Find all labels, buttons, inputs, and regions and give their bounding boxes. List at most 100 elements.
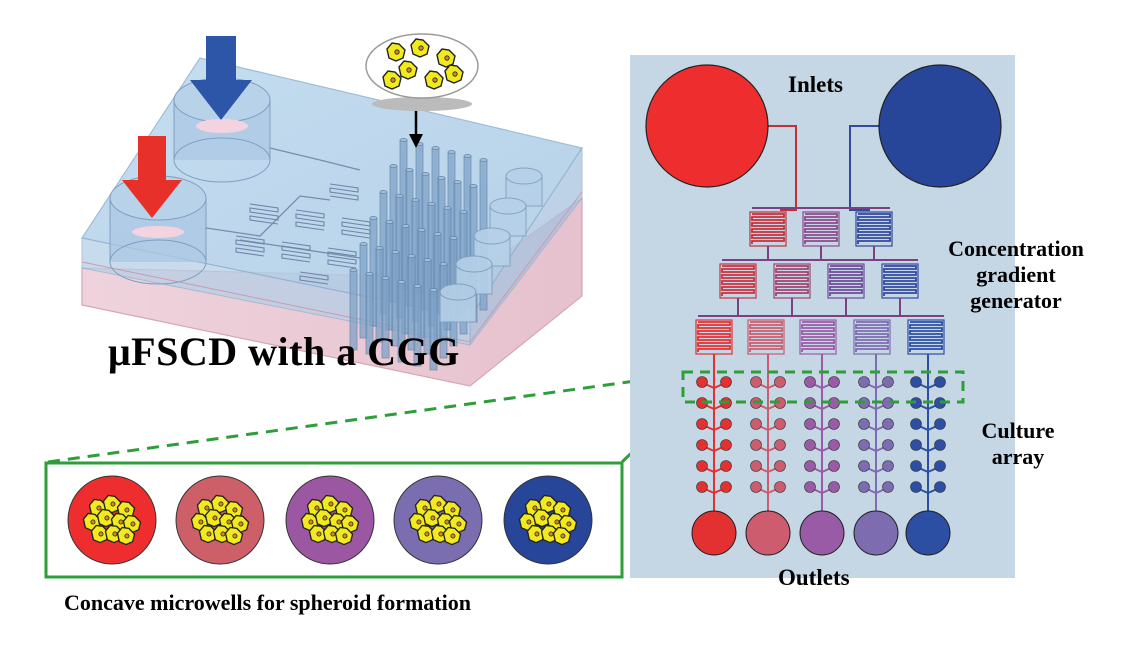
culture-well <box>696 376 708 388</box>
outlet-well <box>745 510 791 556</box>
pillar-top <box>437 176 446 180</box>
culture-well <box>720 460 732 472</box>
culture-well <box>804 376 816 388</box>
culture-well <box>750 376 762 388</box>
culture-well <box>774 439 786 451</box>
pillar-top <box>447 150 456 154</box>
pillar-top <box>479 158 488 162</box>
serpentine-mixer <box>747 319 785 355</box>
mixer-serpentines <box>235 183 371 285</box>
culture-well <box>910 418 922 430</box>
serpentine-mixer <box>853 319 891 355</box>
inlets-label: Inlets <box>788 72 843 97</box>
culture-well <box>828 439 840 451</box>
serpentine-mixer <box>827 263 865 299</box>
pillar-top <box>395 194 404 198</box>
pillar-top <box>399 138 408 142</box>
culture-well <box>804 460 816 472</box>
pillar-top <box>391 250 400 254</box>
arrow-cell-seeding <box>409 108 423 148</box>
culture-well <box>882 376 894 388</box>
cell <box>224 526 244 546</box>
pillar-top <box>433 232 442 236</box>
culture-well <box>696 439 708 451</box>
channel <box>849 125 879 211</box>
culture-well <box>934 460 946 472</box>
cell <box>398 60 418 80</box>
cell-suspension-icon <box>365 33 479 111</box>
pillar-top <box>359 242 368 246</box>
cell <box>382 70 402 90</box>
cell <box>198 524 218 544</box>
culture-well <box>750 460 762 472</box>
serpentine-mixer <box>695 319 733 355</box>
cell <box>308 524 328 544</box>
culture-well <box>934 376 946 388</box>
culture-well <box>804 418 816 430</box>
cgg-label: Concentration gradient generator <box>948 236 1084 313</box>
microwell <box>393 475 483 565</box>
culture-well <box>696 481 708 493</box>
pillar-top <box>417 228 426 232</box>
microwell-caption: Concave microwells for spheroid formatio… <box>64 590 471 615</box>
culture-well <box>910 376 922 388</box>
culture-well <box>720 418 732 430</box>
pillar-top <box>407 254 416 258</box>
inlet-blue <box>878 64 1002 188</box>
culture-well <box>934 439 946 451</box>
culture-well <box>804 439 816 451</box>
culture-well <box>858 418 870 430</box>
channel <box>768 125 797 211</box>
cell <box>436 48 456 68</box>
pillar-top <box>469 184 478 188</box>
serpentine-mixer <box>773 263 811 299</box>
culture-well <box>858 376 870 388</box>
cell <box>90 524 110 544</box>
serpentine-mixer <box>881 263 919 299</box>
serpentine-mixer <box>855 211 893 247</box>
culture-well <box>934 481 946 493</box>
pillar-top <box>427 202 436 206</box>
cell <box>532 508 552 528</box>
cell <box>116 526 136 546</box>
culture-well <box>774 460 786 472</box>
culture-well <box>828 460 840 472</box>
culture-well <box>828 376 840 388</box>
cell <box>334 526 354 546</box>
outlet-well <box>853 510 899 556</box>
culture-well <box>720 376 732 388</box>
serpentine-mixer <box>799 319 837 355</box>
cell <box>410 38 430 58</box>
microwell <box>503 475 593 565</box>
culture-well <box>910 481 922 493</box>
serpentine-mixer <box>749 211 787 247</box>
microwell <box>285 475 375 565</box>
microwell-panel <box>44 372 688 579</box>
cell <box>424 70 444 90</box>
pillar-top <box>439 262 448 266</box>
pillar-top <box>421 172 430 176</box>
culture-well <box>858 481 870 493</box>
culture-well <box>882 418 894 430</box>
culture-array-label: Culture array <box>981 418 1055 469</box>
culture-well <box>858 439 870 451</box>
culture-well <box>882 481 894 493</box>
pillar-top <box>463 154 472 158</box>
culture-well <box>696 418 708 430</box>
arrow-red-inlet <box>122 136 182 218</box>
pillar-top <box>443 206 452 210</box>
pillar-top <box>369 216 378 220</box>
chip-design-panel <box>630 55 1015 578</box>
culture-well <box>882 460 894 472</box>
pillar-top <box>389 164 398 168</box>
outlet-reservoirs <box>439 167 543 323</box>
cell <box>552 526 572 546</box>
inlet-red <box>645 64 769 188</box>
cell <box>386 42 406 62</box>
culture-well <box>910 439 922 451</box>
arrow-blue-inlet <box>190 36 252 120</box>
pillar-top <box>411 198 420 202</box>
serpentine-mixer <box>719 263 757 299</box>
culture-well <box>804 481 816 493</box>
